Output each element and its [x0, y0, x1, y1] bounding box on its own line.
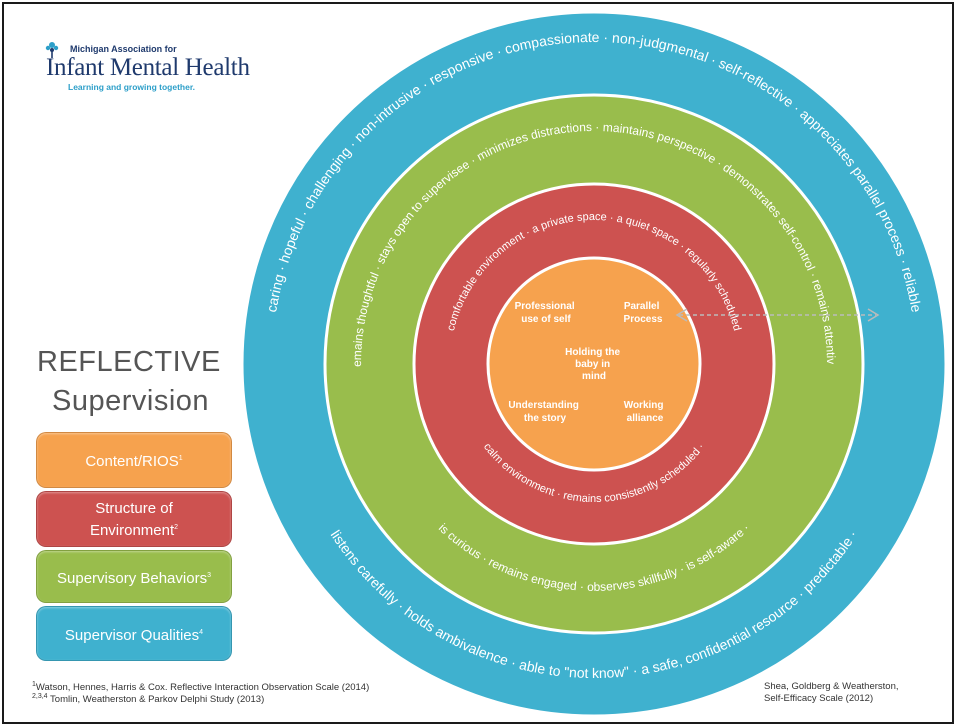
legend-label-line1: Structure of	[95, 499, 173, 517]
footnote-rios: 1Watson, Hennes, Harris & Cox. Reflectiv…	[32, 679, 369, 694]
tree-icon	[45, 42, 59, 58]
title-reflective: REFLECTIVE	[37, 346, 221, 378]
footnote-marker: 2,3,4	[32, 693, 48, 700]
logo-org-text: Michigan Association for	[70, 44, 177, 54]
core-item-holding-the-baby: Holding the baby in mind	[565, 347, 623, 382]
footnote-text: Tomlin, Weatherston & Parkov Delphi Stud…	[47, 694, 265, 706]
legend-label: Content/RIOS	[85, 453, 179, 470]
legend-structure-of-environment: Structure of Environment2	[36, 491, 232, 547]
legend-supervisor-qualities: Supervisor Qualities4	[36, 606, 232, 661]
legend-content-rios: Content/RIOS1	[36, 432, 232, 488]
core-item-parallel-process: Parallel Process	[624, 301, 663, 325]
logo-name-text: Infant Mental Health	[46, 54, 250, 81]
core-circle	[486, 256, 702, 472]
concentric-rings-diagram: caring · hopeful · challenging · non-int…	[4, 4, 948, 718]
core-item-working-alliance: Working alliance	[624, 400, 667, 424]
legend-footnote-marker: 4	[199, 628, 204, 636]
core-item-understanding-the-story: Understanding the story	[508, 400, 581, 424]
arrow-head-right	[867, 308, 880, 322]
citation-self-efficacy-line1: Shea, Goldberg & Weatherston,	[764, 681, 899, 692]
legend-label-line2: Environment	[89, 521, 175, 539]
legend-footnote-marker: 1	[178, 455, 183, 462]
citation-self-efficacy-line2: Self-Efficacy Scale (2012)	[764, 693, 874, 704]
legend-supervisory-behaviors: Supervisory Behaviors3	[36, 550, 232, 603]
title-supervision: Supervision	[52, 385, 210, 417]
legend-label: Supervisor Qualities	[64, 626, 200, 644]
legend-label: Supervisory Behaviors	[57, 569, 208, 587]
footnote-text: Watson, Hennes, Harris & Cox. Reflective…	[35, 682, 370, 694]
legend-footnote-marker: 2	[174, 523, 179, 531]
logo-tagline: Learning and growing together.	[68, 82, 196, 92]
core-item-professional-use-of-self: Professional use of self	[515, 301, 578, 325]
footnote-delphi: 2,3,4 Tomlin, Weatherston & Parkov Delph…	[32, 691, 264, 706]
arrow-head-left	[675, 308, 688, 322]
legend-footnote-marker: 3	[207, 571, 211, 579]
footnote-marker: 1	[32, 681, 36, 688]
